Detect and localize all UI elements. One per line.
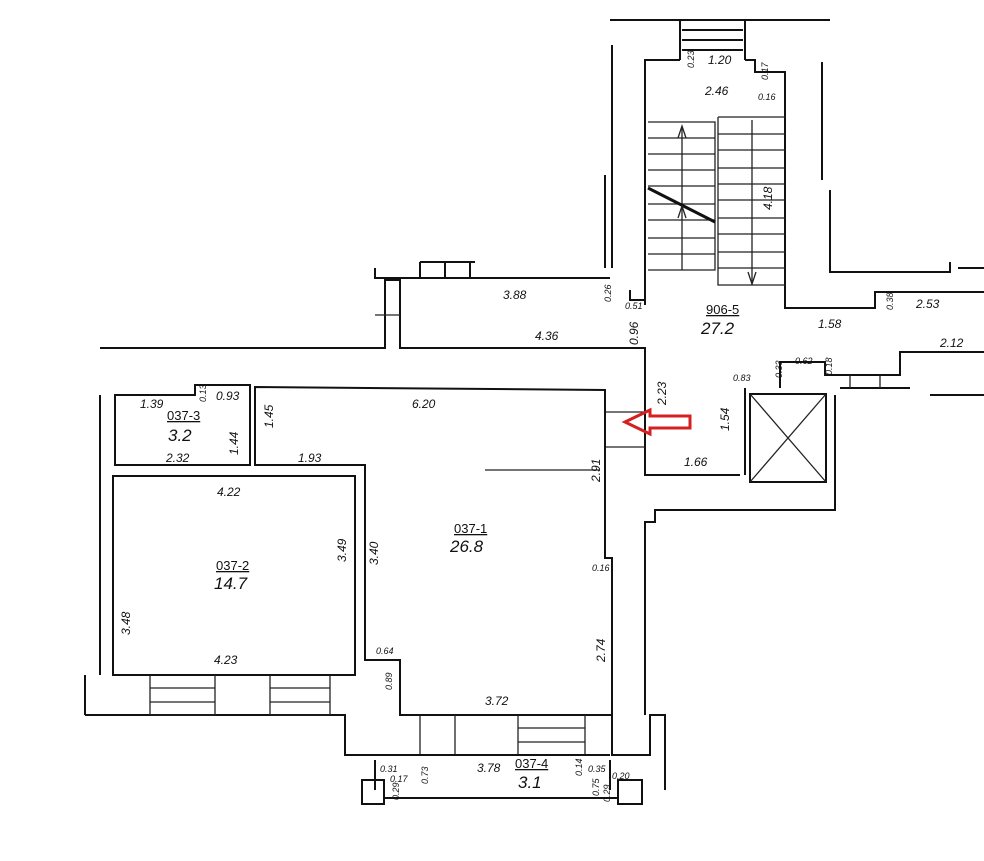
dim: 0.64 xyxy=(376,646,394,656)
dim: 2.32 xyxy=(165,451,190,465)
dim: 0.29 xyxy=(391,782,401,800)
dim: 0.20 xyxy=(612,771,630,781)
room-id: 037-2 xyxy=(216,558,249,573)
room-label-037-3: 037-3 3.2 xyxy=(167,408,200,445)
dim: 0.51 xyxy=(625,301,643,311)
dim: 0.75 xyxy=(591,777,601,796)
dimension-labels: 1.20 2.46 0.23 0.17 0.16 4.18 0.26 0.51 … xyxy=(119,50,964,802)
dim: 4.36 xyxy=(535,329,559,343)
dim: 1.44 xyxy=(227,431,241,455)
dim: 1.39 xyxy=(140,397,164,411)
dim: 2.23 xyxy=(655,381,669,406)
dim: 0.31 xyxy=(380,764,398,774)
dim: 0.17 xyxy=(760,61,770,80)
dim: 1.54 xyxy=(718,407,732,431)
dim: 3.48 xyxy=(119,611,133,635)
dim: 0.38 xyxy=(885,292,895,310)
dim: 0.16 xyxy=(758,92,776,102)
room-area: 3.1 xyxy=(518,773,542,792)
room-037-3-walls xyxy=(114,384,251,466)
dim: 0.16 xyxy=(592,563,610,573)
dim: 3.72 xyxy=(485,694,509,708)
dim: 6.20 xyxy=(412,397,436,411)
dim: 2.12 xyxy=(939,336,964,350)
dim: 2.74 xyxy=(594,638,608,663)
room-area: 26.8 xyxy=(449,537,484,556)
dim: 3.49 xyxy=(335,538,349,562)
room-label-037-1: 037-1 26.8 xyxy=(449,521,487,556)
dim: 4.22 xyxy=(217,485,241,499)
room-id: 037-4 xyxy=(515,756,548,771)
staircase xyxy=(604,19,984,309)
window-bottom xyxy=(419,715,586,756)
dim: 0.33 xyxy=(774,360,784,378)
entrance-arrow-marker xyxy=(621,407,692,437)
dim: 3.78 xyxy=(477,761,501,775)
dim: 3.88 xyxy=(503,288,527,302)
dim: 1.58 xyxy=(818,317,842,331)
dim: 4.23 xyxy=(214,653,238,667)
window-left xyxy=(149,675,331,716)
room-area: 27.2 xyxy=(700,319,735,338)
room-label-906-5: 906-5 27.2 xyxy=(700,302,739,338)
dim: 0.17 xyxy=(390,774,409,784)
room-037-2-walls xyxy=(112,475,356,676)
room-id: 037-1 xyxy=(454,521,487,536)
dim: 1.20 xyxy=(708,53,732,67)
dim: 0.13 xyxy=(198,384,208,402)
dim: 0.93 xyxy=(216,389,240,403)
dim: 2.53 xyxy=(915,297,940,311)
room-id: 906-5 xyxy=(706,302,739,317)
dim: 0.83 xyxy=(733,373,751,383)
room-label-037-2: 037-2 14.7 xyxy=(214,558,249,593)
room-id: 037-3 xyxy=(167,408,200,423)
dim: 0.23 xyxy=(686,50,696,68)
dim: 0.18 xyxy=(824,357,834,375)
dim: 3.40 xyxy=(367,541,381,565)
dim: 0.14 xyxy=(574,758,584,776)
dim: 0.62 xyxy=(795,356,813,366)
dim: 0.96 xyxy=(627,321,641,345)
room-037-1-walls xyxy=(254,385,613,716)
dim: 1.45 xyxy=(262,404,276,428)
room-area: 3.2 xyxy=(168,426,192,445)
dim: 2.91 xyxy=(589,459,603,483)
dim: 0.73 xyxy=(420,766,430,784)
elevator xyxy=(749,393,827,483)
dim: 0.26 xyxy=(603,284,613,302)
dim: 1.93 xyxy=(298,451,322,465)
dim: 0.29 xyxy=(602,784,612,802)
dim: 0.89 xyxy=(384,672,394,690)
room-label-037-4: 037-4 3.1 xyxy=(515,756,548,792)
dim: 0.35 xyxy=(588,764,607,774)
room-037-4-walls xyxy=(360,714,666,805)
room-area: 14.7 xyxy=(214,574,248,593)
dim: 2.46 xyxy=(704,84,729,98)
dim: 1.66 xyxy=(684,455,708,469)
corridor-walls xyxy=(100,261,984,715)
dim: 4.18 xyxy=(761,186,775,210)
